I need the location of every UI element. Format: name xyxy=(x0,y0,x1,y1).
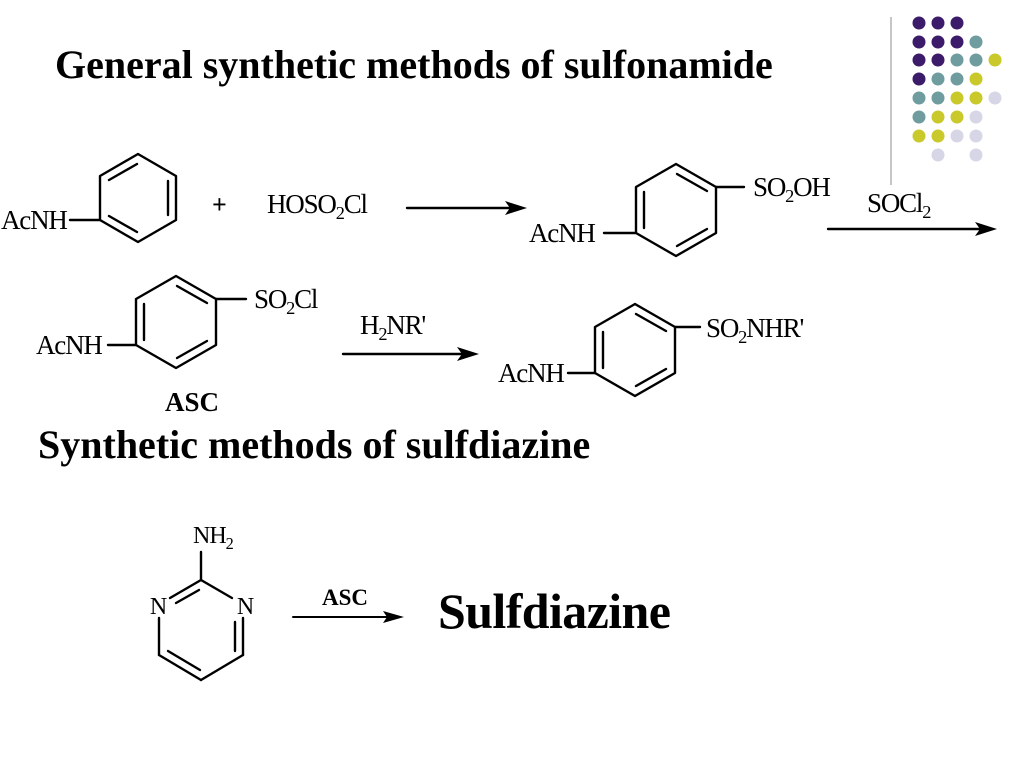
benzene-ring xyxy=(134,274,218,370)
decorative-dot xyxy=(931,91,945,105)
decorative-dot xyxy=(969,53,983,67)
decorative-dot xyxy=(931,35,945,49)
ring-nitrogen-label: N xyxy=(150,594,167,620)
acnh-group-label: AcNH xyxy=(529,218,595,248)
arrow-head xyxy=(975,222,997,236)
benzene-ring xyxy=(634,162,718,258)
decorative-dot xyxy=(950,72,964,86)
reaction-arrow xyxy=(292,611,404,623)
double-bond-inner-line xyxy=(107,162,139,182)
decorative-dot xyxy=(912,53,926,67)
decorative-dot xyxy=(912,110,926,124)
decorative-dot xyxy=(969,91,983,105)
decorative-dot xyxy=(931,16,945,30)
slide-title: General synthetic methods of sulfonamide xyxy=(55,42,773,87)
plus-sign: + xyxy=(212,190,227,219)
benzene-ring xyxy=(98,152,178,244)
arrow-head xyxy=(457,347,479,361)
double-bond-inner-line xyxy=(634,367,668,388)
thionyl-chloride-label: SOCl2 xyxy=(867,188,931,222)
decorative-dot xyxy=(912,72,926,86)
benzene-ring xyxy=(593,302,677,398)
decorative-dot xyxy=(969,110,983,124)
section-title: Synthetic methods of sulfdiazine xyxy=(38,422,590,467)
decorative-dot xyxy=(912,129,926,143)
decorative-dot xyxy=(931,110,945,124)
double-bond-inner-line xyxy=(175,284,209,305)
single-bond xyxy=(157,653,203,682)
sulfdiazine-product-label: Sulfdiazine xyxy=(438,583,670,639)
amine-reagent-label: H2NR' xyxy=(360,310,425,344)
decorative-dot xyxy=(969,72,983,86)
reaction-arrow xyxy=(405,201,527,215)
reaction-arrow xyxy=(341,347,479,361)
aminopyrimidine-structure: NH2 N N xyxy=(150,523,255,682)
single-bond xyxy=(199,578,234,600)
double-bond-inner-line xyxy=(174,588,201,605)
sulfonamide-structure: AcNH SO2NHR' xyxy=(498,302,805,398)
double-bond-inner-line xyxy=(107,214,139,234)
sulfdiazine-scheme: NH2 N N ASC Sulfdiazine xyxy=(150,523,671,682)
decorative-dot xyxy=(969,35,983,49)
decorative-dot xyxy=(912,91,926,105)
arrow-head xyxy=(505,201,527,215)
acnh-group-label: AcNH xyxy=(1,205,67,235)
decorative-dot-grid xyxy=(912,16,1002,162)
decorative-dot xyxy=(950,110,964,124)
decorative-dot xyxy=(931,72,945,86)
so2oh-group-label: SO2OH xyxy=(753,172,830,206)
double-bond-inner-line xyxy=(675,172,709,193)
decorative-dot xyxy=(969,129,983,143)
double-bond-inner-line xyxy=(634,312,668,333)
chlorosulfonic-acid-label: HOSO2Cl xyxy=(267,189,368,223)
decorative-dot xyxy=(950,35,964,49)
double-bond-inner-line xyxy=(175,339,209,360)
sulfonamide-scheme: AcNH + HOSO2Cl AcNH SO2OH SOCl2 xyxy=(1,152,997,417)
asc-structure: AcNH SO2Cl ASC xyxy=(36,274,319,417)
nh2-group-label: NH2 xyxy=(193,523,234,553)
acetanilide-structure: AcNH xyxy=(1,152,178,244)
ring-nitrogen-label: N xyxy=(237,594,254,620)
decorative-dot xyxy=(969,148,983,162)
decorative-dot xyxy=(950,129,964,143)
double-bond-inner-line xyxy=(166,649,202,672)
so2nhr-group-label: SO2NHR' xyxy=(706,313,804,347)
double-bond-inner-line xyxy=(675,227,709,248)
asc-reagent-label: ASC xyxy=(322,585,368,610)
decorative-dot xyxy=(950,91,964,105)
decorative-dot xyxy=(950,53,964,67)
single-bond xyxy=(168,578,203,600)
acnh-group-label: AcNH xyxy=(498,358,564,388)
decorative-dot xyxy=(912,35,926,49)
reaction-arrow xyxy=(826,222,997,236)
decorative-dot xyxy=(931,129,945,143)
single-bond xyxy=(199,653,245,682)
decorative-dot xyxy=(931,148,945,162)
acnh-group-label: AcNH xyxy=(36,330,102,360)
asc-compound-label: ASC xyxy=(165,387,219,417)
decorative-dot xyxy=(931,53,945,67)
decorative-dot xyxy=(988,91,1002,105)
arrow-head xyxy=(383,611,404,623)
so2cl-group-label: SO2Cl xyxy=(254,284,318,318)
decorative-dot xyxy=(988,53,1002,67)
decorative-dot xyxy=(950,16,964,30)
sulfonic-acid-structure: AcNH SO2OH xyxy=(529,162,832,258)
decorative-dot xyxy=(912,16,926,30)
